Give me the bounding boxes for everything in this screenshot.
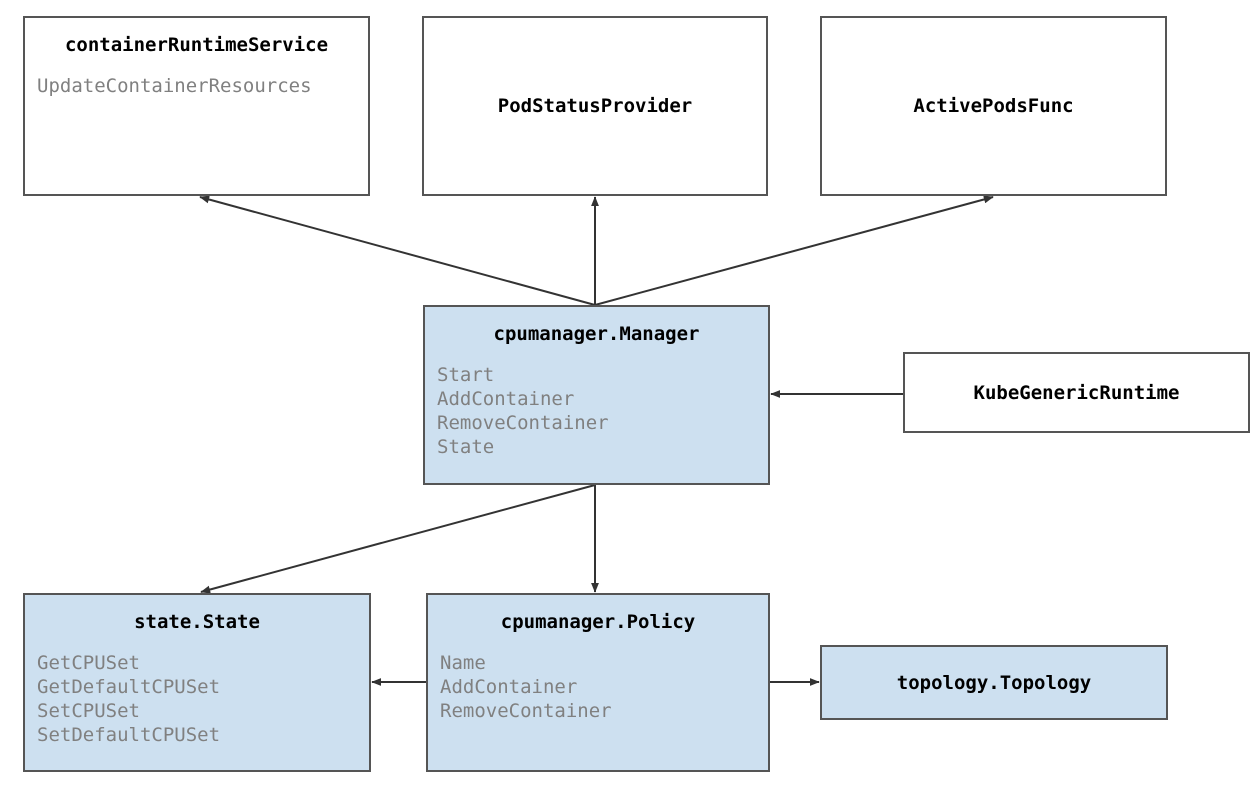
- class-node-method: UpdateContainerResources: [37, 75, 312, 97]
- class-node-method: SetDefaultCPUSet: [37, 724, 221, 746]
- class-node-method: SetCPUSet: [37, 700, 140, 722]
- class-node-topologyTopology[interactable]: topology.Topology: [820, 645, 1168, 720]
- class-node-method: RemoveContainer: [440, 700, 612, 722]
- class-node-method: AddContainer: [440, 676, 578, 698]
- class-node-method: GetCPUSet: [37, 652, 140, 674]
- class-node-title: cpumanager.Manager: [493, 323, 700, 345]
- class-node-method: GetDefaultCPUSet: [37, 676, 221, 698]
- class-node-method: Start: [437, 364, 495, 386]
- edge-manager-to-containerRuntimeService: [199, 195, 596, 306]
- class-node-method: RemoveContainer: [437, 412, 609, 434]
- edge-manager-to-stateState: [200, 484, 596, 594]
- class-node-title: state.State: [134, 611, 260, 633]
- class-node-kubeGenericRuntime[interactable]: KubeGenericRuntime: [903, 352, 1250, 433]
- class-node-podStatusProvider[interactable]: PodStatusProvider: [422, 16, 768, 196]
- class-node-method: AddContainer: [437, 388, 575, 410]
- class-node-title: topology.Topology: [896, 671, 1092, 694]
- class-node-method: Name: [440, 652, 486, 674]
- class-node-title: PodStatusProvider: [497, 95, 693, 117]
- class-node-method-list: UpdateContainerResources: [25, 74, 368, 98]
- class-node-method: State: [437, 436, 495, 458]
- class-node-title: cpumanager.Policy: [500, 611, 696, 633]
- class-node-activePodsFunc[interactable]: ActivePodsFunc: [820, 16, 1167, 196]
- class-node-title: ActivePodsFunc: [913, 95, 1074, 117]
- class-node-title: containerRuntimeService: [64, 34, 329, 56]
- class-node-title: KubeGenericRuntime: [973, 381, 1180, 404]
- edge-manager-to-activePodsFunc: [594, 195, 994, 306]
